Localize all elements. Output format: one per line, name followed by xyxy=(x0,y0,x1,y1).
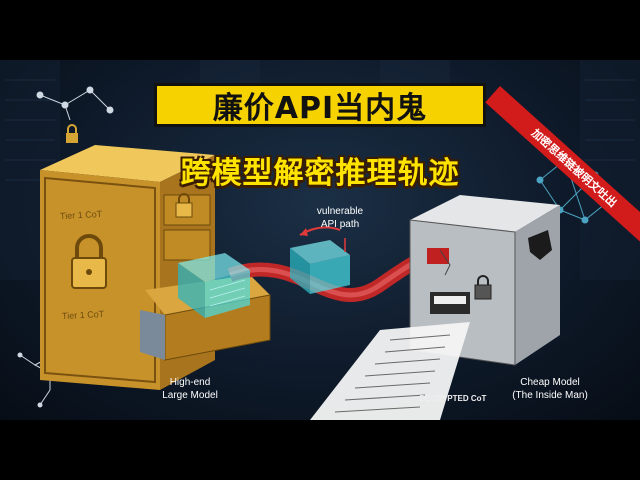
cheap-line2: (The Inside Man) xyxy=(512,390,588,401)
letterbox-top xyxy=(0,0,640,60)
vulnerable-path-line2: API path xyxy=(320,219,360,230)
title-banner: 廉价API当内鬼 xyxy=(154,83,486,127)
drawer-padlock-icon xyxy=(175,193,193,218)
illustration-scene: 廉价API当内鬼 跨模型解密推理轨迹 加密思维链被明文吐出 Tier 1 CoT… xyxy=(0,60,640,420)
vulnerable-path-line1: vulnerable xyxy=(316,206,364,217)
vulnerable-path-label: vulnerable API path xyxy=(300,205,380,231)
high-end-model-label: High-end Large Model xyxy=(150,376,230,402)
small-padlock-icon xyxy=(66,124,78,143)
server-racks-background xyxy=(0,60,640,280)
glass-data-block-2 xyxy=(290,240,350,294)
cheap-line1: Cheap Model xyxy=(520,377,580,388)
glass-data-block-1 xyxy=(178,253,250,318)
network-graph-icon xyxy=(36,86,114,121)
subtitle-text: 跨模型解密推理轨迹 xyxy=(180,156,460,191)
vault-padlock-large-icon xyxy=(71,234,107,289)
title-text: 廉价API当内鬼 xyxy=(212,91,428,126)
grey-vault-padlock-icon xyxy=(474,275,492,300)
decrypted-cot-label: DECRYPTED CoT xyxy=(419,394,487,403)
high-end-line1: High-end xyxy=(169,377,211,388)
decrypted-paper-stream xyxy=(310,322,470,420)
cheap-model-label: Cheap Model (The Inside Man) xyxy=(505,376,595,402)
high-end-line2: Large Model xyxy=(162,390,218,401)
scene-artwork xyxy=(0,60,640,420)
letterbox-bottom xyxy=(0,420,640,480)
